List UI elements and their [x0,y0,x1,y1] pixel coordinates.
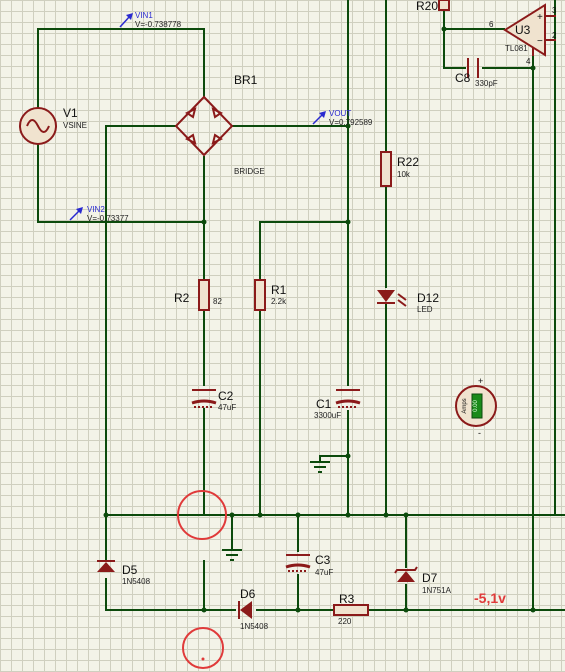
c3-value: 47uF [315,568,333,577]
u3-minus-sign: − [537,36,543,47]
r2-resistor[interactable] [198,279,210,311]
voltage-annotation: -5,1v [474,590,506,606]
c3-ref: C3 [315,553,331,567]
vout-probe[interactable]: VOUT V=0.792589 [312,109,373,127]
ammeter[interactable]: 0.00 Amps + - [455,376,497,438]
u3-pin-6: 6 [489,20,494,29]
r1-value: 2.2k [271,297,287,306]
r3-resistor[interactable] [333,604,369,616]
u3-ref: U3 [515,23,531,37]
d7-ref: D7 [422,571,438,585]
ground-symbol [222,549,242,561]
c2-capacitor[interactable] [191,389,217,408]
r20-resistor[interactable] [438,0,450,11]
r1-ref: R1 [271,283,287,297]
br1-bridge[interactable] [174,95,234,157]
u3-pin-3: 3 [552,6,557,15]
vout-reading: V=0.792589 [329,118,373,127]
u3-pin-4: 4 [526,57,531,66]
u3-opamp[interactable] [503,3,556,57]
wires [37,0,565,611]
r1-resistor[interactable] [254,279,266,311]
d7-value: 1N751A [422,586,452,595]
vin2-reading: V=-0.73377 [87,214,129,223]
r3-value: 220 [338,617,352,626]
u3-plus-sign: + [537,12,543,23]
d12-ref: D12 [417,291,439,305]
ground-symbol [310,461,330,473]
br1-ref: BR1 [234,73,258,87]
c2-value: 47uF [218,403,236,412]
d6-diode[interactable] [238,601,252,619]
d5-value: 1N5408 [122,577,151,586]
c3-capacitor[interactable] [285,554,311,572]
r22-resistor[interactable] [380,151,392,187]
u3-pin-2: 2 [552,31,557,40]
d5-ref: D5 [122,563,138,577]
v1-value: VSINE [63,121,87,130]
d7-zener[interactable] [394,566,418,582]
ammeter-display: 0.00 [473,400,479,412]
c8-ref: C8 [455,71,471,85]
r2-ref: R2 [174,291,190,305]
r2-value: 82 [213,297,222,306]
r20-ref: R20 [416,0,438,13]
c2-ref: C2 [218,389,234,403]
r22-value: 10k [397,170,411,179]
br1-value: BRIDGE [234,167,265,176]
ammeter-minus: - [478,428,481,438]
u3-value: TL081 [505,44,528,53]
junction-dots [103,26,536,613]
d5-diode[interactable] [97,560,115,572]
highlight-circle [177,490,227,540]
ammeter-label: Amps [462,398,468,413]
d6-value: 1N5408 [240,622,269,631]
vin2-probe[interactable]: VIN2 V=-0.73377 [69,205,129,223]
c1-capacitor[interactable] [335,389,361,408]
v1-sine-source[interactable] [19,107,57,145]
v1-ref: V1 [63,106,78,120]
highlight-circle [182,627,224,669]
vin1-name: VIN1 [135,11,153,20]
vin2-name: VIN2 [87,205,105,214]
r22-ref: R22 [397,155,419,169]
vout-name: VOUT [329,109,351,118]
d12-value: LED [417,305,433,314]
vin1-probe[interactable]: VIN1 V=-0.738778 [119,11,182,29]
ammeter-plus: + [478,376,483,386]
c1-value: 3300uF [314,411,341,420]
c1-ref: C1 [316,397,332,411]
d12-led[interactable] [377,290,407,307]
highlight-dot [201,657,205,661]
vin1-reading: V=-0.738778 [135,20,182,29]
d6-ref: D6 [240,587,256,601]
c8-capacitor[interactable] [467,58,479,78]
c8-value: 330pF [475,79,498,88]
r3-ref: R3 [339,592,355,606]
